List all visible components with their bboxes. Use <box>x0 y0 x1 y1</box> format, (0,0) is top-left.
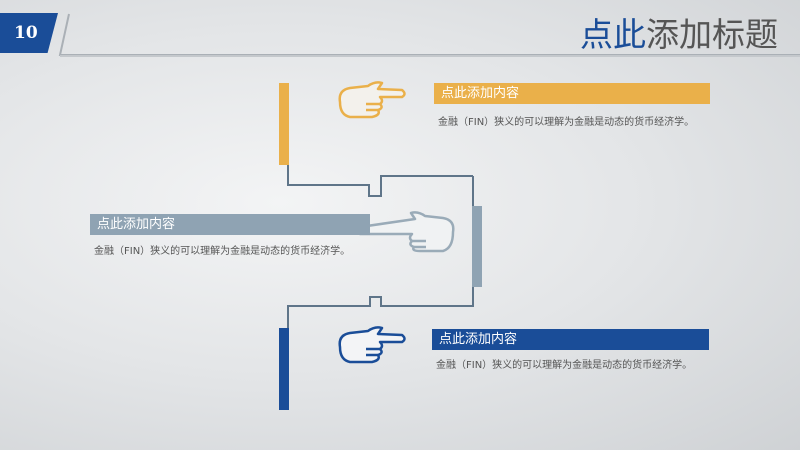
item-1-heading[interactable]: 点此添加内容 <box>434 83 710 104</box>
item-2-bar <box>472 206 482 287</box>
item-1-bar <box>279 83 289 165</box>
pointing-hand-icon-3 <box>338 326 406 364</box>
item-2-heading[interactable]: 点此添加内容 <box>90 214 370 235</box>
item-3-heading[interactable]: 点此添加内容 <box>432 329 709 350</box>
pointing-hand-icon-2 <box>355 211 455 253</box>
page-title: 点此添加标题 <box>580 8 778 56</box>
page-number: 10 <box>0 13 58 53</box>
pointing-hand-icon-1 <box>338 81 406 119</box>
title-rest: 添加标题 <box>646 15 778 54</box>
item-1-text[interactable]: 金融（FIN）狭义的可以理解为金融是动态的货币经济学。 <box>438 117 695 128</box>
item-2-text[interactable]: 金融（FIN）狭义的可以理解为金融是动态的货币经济学。 <box>94 246 351 257</box>
title-highlight: 点此 <box>580 15 646 54</box>
item-3-bar <box>279 328 289 410</box>
item-3-text[interactable]: 金融（FIN）狭义的可以理解为金融是动态的货币经济学。 <box>436 360 693 371</box>
